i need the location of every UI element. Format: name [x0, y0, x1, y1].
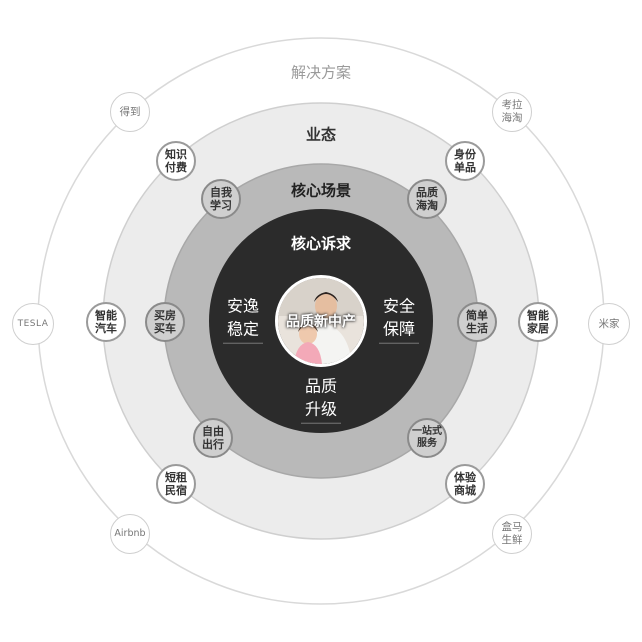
node-smart-home: 智能 家居: [518, 302, 558, 342]
node-free-travel: 自由 出行: [193, 418, 233, 458]
core-item-upgrade-label: 品质 升级: [304, 377, 337, 419]
node-tesla: TESLA: [12, 303, 54, 345]
core-ring-title: 核心诉求: [290, 234, 352, 253]
node-buy-house-car: 买房 买车: [145, 302, 185, 342]
core-item-stable: 安逸 稳定: [223, 274, 263, 367]
middle-ring-title: 业态: [305, 125, 337, 144]
core-item-upgrade-underline: [301, 422, 341, 424]
center-photo: [275, 275, 367, 367]
core-item-stable-underline: [223, 342, 263, 344]
inner-ring-title: 核心场景: [290, 181, 352, 200]
node-dedao: 得到: [110, 92, 150, 132]
center-label: 品质新中产: [286, 314, 356, 330]
node-experience-mall: 体验 商城: [445, 464, 485, 504]
node-hema-fresh: 盒马 生鲜: [492, 514, 532, 554]
node-kaola-haitao: 考拉 海淘: [492, 92, 532, 132]
node-simple-life: 简单 生活: [457, 302, 497, 342]
core-item-upgrade: 品质 升级: [301, 354, 341, 447]
outer-ring-title: 解决方案: [290, 63, 352, 82]
node-mijia: 米家: [588, 303, 630, 345]
family-photo-illustration: [278, 278, 364, 364]
node-knowledge-pay: 知识 付费: [156, 141, 196, 181]
core-item-stable-label: 安逸 稳定: [226, 297, 259, 339]
node-short-rent: 短租 民宿: [156, 464, 196, 504]
core-item-security-label: 安全 保障: [382, 297, 415, 339]
node-one-stop: 一站式 服务: [407, 418, 447, 458]
core-item-security-underline: [379, 342, 419, 344]
node-self-learning: 自我 学习: [201, 179, 241, 219]
node-quality-haitao: 品质 海淘: [407, 179, 447, 219]
node-identity-items: 身份 单品: [445, 141, 485, 181]
node-smart-car: 智能 汽车: [86, 302, 126, 342]
core-item-security: 安全 保障: [379, 274, 419, 367]
node-airbnb: Airbnb: [110, 514, 150, 554]
